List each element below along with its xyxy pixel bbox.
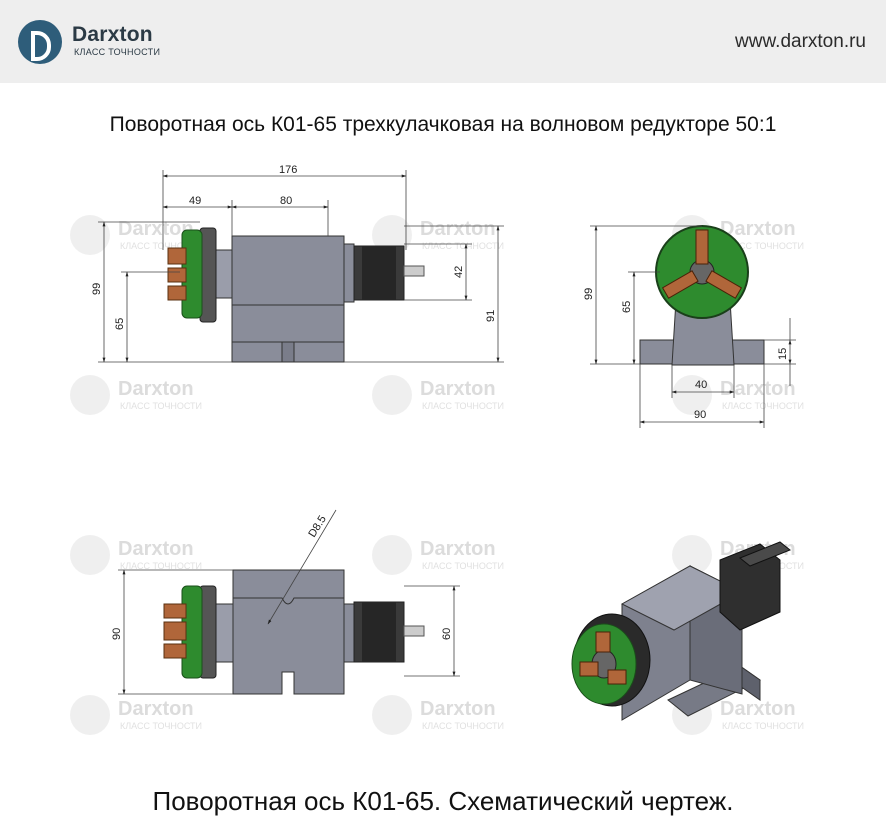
svg-text:80: 80 [280, 195, 292, 207]
svg-text:КЛАСС ТОЧНОСТИ: КЛАСС ТОЧНОСТИ [120, 561, 202, 571]
side-dimension-labels: 99 65 15 40 90 [583, 288, 789, 421]
darxton-logo-icon [18, 20, 62, 64]
side-view [639, 225, 765, 366]
header: Darxton КЛАСС ТОЧНОСТИ www.darxton.ru [0, 0, 886, 83]
svg-text:КЛАСС ТОЧНОСТИ: КЛАСС ТОЧНОСТИ [120, 721, 202, 731]
svg-text:42: 42 [453, 266, 465, 278]
svg-text:Darxton: Darxton [118, 218, 194, 240]
svg-text:Darxton: Darxton [118, 698, 194, 720]
logo-name: Darxton [72, 23, 153, 46]
svg-text:Darxton: Darxton [420, 378, 496, 400]
svg-text:КЛАСС ТОЧНОСТИ: КЛАСС ТОЧНОСТИ [422, 561, 504, 571]
front-body [231, 235, 345, 306]
iso-motor [719, 543, 781, 631]
svg-text:49: 49 [189, 195, 201, 207]
svg-text:D8.5: D8.5 [306, 514, 328, 540]
svg-text:КЛАСС ТОЧНОСТИ: КЛАСС ТОЧНОСТИ [422, 721, 504, 731]
isometric-view [571, 541, 791, 721]
svg-text:Darxton: Darxton [720, 698, 796, 720]
svg-text:КЛАСС ТОЧНОСТИ: КЛАСС ТОЧНОСТИ [422, 241, 504, 251]
watermark-logo: Darxton КЛАСС ТОЧНОСТИ [70, 535, 202, 575]
watermark-logo: Darxton КЛАСС ТОЧНОСТИ [70, 695, 202, 735]
watermark-logo: Darxton КЛАСС ТОЧНОСТИ [372, 535, 504, 575]
svg-text:КЛАСС ТОЧНОСТИ: КЛАСС ТОЧНОСТИ [722, 721, 804, 731]
svg-text:Darxton: Darxton [118, 538, 194, 560]
page-title: Поворотная ось К01-65 трехкулачковая на … [109, 113, 777, 136]
svg-text:КЛАСС ТОЧНОСТИ: КЛАСС ТОЧНОСТИ [722, 401, 804, 411]
svg-text:90: 90 [111, 628, 123, 640]
svg-text:КЛАСС ТОЧНОСТИ: КЛАСС ТОЧНОСТИ [722, 241, 804, 251]
watermark-logo: Darxton КЛАСС ТОЧНОСТИ [70, 375, 202, 415]
watermark-logo: Darxton КЛАСС ТОЧНОСТИ [372, 695, 504, 735]
watermark-logo: Darxton КЛАСС ТОЧНОСТИ [70, 215, 202, 255]
svg-text:Darxton: Darxton [420, 218, 496, 240]
svg-text:Darxton: Darxton [118, 378, 194, 400]
svg-text:90: 90 [694, 409, 706, 421]
svg-text:КЛАСС ТОЧНОСТИ: КЛАСС ТОЧНОСТИ [120, 241, 202, 251]
svg-text:176: 176 [279, 164, 297, 176]
front-dimension-labels: 176 49 80 99 65 42 91 [91, 164, 497, 330]
svg-text:Darxton: Darxton [720, 218, 796, 240]
svg-text:Darxton: Darxton [720, 378, 796, 400]
front-view [167, 227, 425, 363]
svg-text:65: 65 [621, 301, 633, 313]
svg-text:Darxton: Darxton [420, 538, 496, 560]
svg-text:91: 91 [485, 310, 497, 322]
svg-text:КЛАСС ТОЧНОСТИ: КЛАСС ТОЧНОСТИ [120, 401, 202, 411]
svg-text:КЛАСС ТОЧНОСТИ: КЛАСС ТОЧНОСТИ [422, 401, 504, 411]
svg-text:60: 60 [441, 628, 453, 640]
watermark-logo: Darxton КЛАСС ТОЧНОСТИ [672, 375, 804, 415]
svg-text:99: 99 [583, 288, 595, 300]
side-dimensions [590, 225, 796, 428]
darxton-logo[interactable]: Darxton КЛАСС ТОЧНОСТИ [18, 17, 178, 67]
logo-tagline: КЛАСС ТОЧНОСТИ [74, 47, 161, 57]
watermark-logo: Darxton КЛАСС ТОЧНОСТИ [372, 375, 504, 415]
top-dimensions [118, 509, 460, 695]
watermark-logo: Darxton КЛАСС ТОЧНОСТИ [372, 215, 504, 255]
svg-text:65: 65 [114, 318, 126, 330]
top-body [232, 569, 345, 695]
front-dimensions [98, 170, 504, 363]
site-url[interactable]: www.darxton.ru [735, 31, 866, 52]
svg-text:15: 15 [777, 348, 789, 360]
svg-text:40: 40 [695, 379, 707, 391]
top-view [163, 569, 425, 695]
svg-text:99: 99 [91, 283, 103, 295]
svg-text:Darxton: Darxton [420, 698, 496, 720]
figure-caption: Поворотная ось К01-65. Схематический чер… [152, 786, 734, 816]
